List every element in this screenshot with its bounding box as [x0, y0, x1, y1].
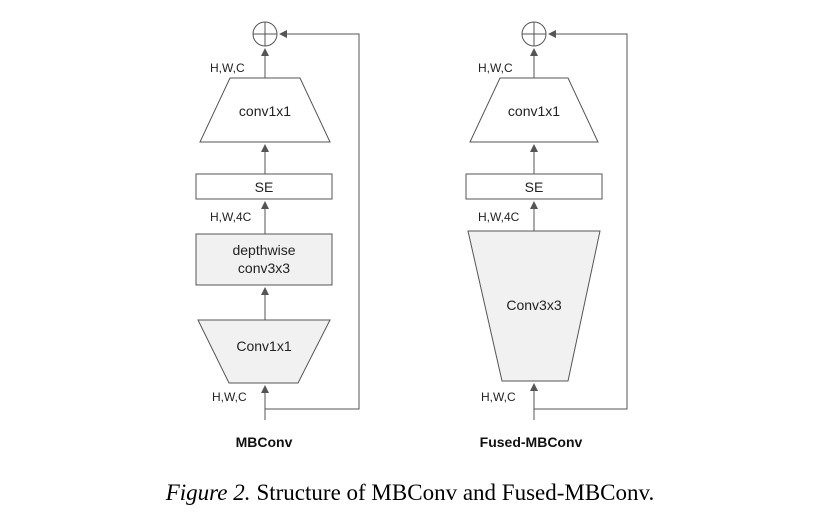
- mbconv-depthwise-box: [195, 233, 333, 286]
- mbconv-depthwise-line1: depthwise: [232, 242, 295, 258]
- fused-mbconv-block: H,W,C conv1x1 SE H,W,4C Conv3x3 H,W,C Fu…: [465, 21, 628, 450]
- fused-input-dim-label: H,W,C: [481, 390, 516, 404]
- fused-top-dim-label: H,W,C: [478, 61, 513, 75]
- fused-conv1x1-top-label: conv1x1: [508, 103, 560, 119]
- mbconv-conv1x1-top-label: conv1x1: [239, 103, 291, 119]
- mbconv-conv1x1-bottom-label: Conv1x1: [236, 338, 291, 354]
- fused-conv3x3: [467, 230, 601, 382]
- mbconv-title: MBConv: [236, 434, 293, 450]
- fused-add-node: [521, 21, 547, 47]
- figure-caption-label: Figure 2.: [165, 480, 251, 505]
- fused-mid-dim-label: H,W,4C: [478, 210, 520, 224]
- mbconv-block: H,W,C conv1x1 SE H,W,4C depthwise conv3x…: [195, 21, 360, 450]
- fused-skip-connection: [534, 30, 628, 410]
- fused-conv3x3-label: Conv3x3: [506, 297, 561, 313]
- mbconv-conv1x1-bottom: [197, 319, 331, 384]
- mbconv-input-dim-label: H,W,C: [212, 390, 247, 404]
- mbconv-top-dim-label: H,W,C: [210, 61, 245, 75]
- figure-caption-text: Structure of MBConv and Fused-MBConv.: [256, 480, 654, 505]
- mbconv-add-node: [252, 21, 278, 47]
- mbconv-mid-dim-label: H,W,4C: [210, 210, 252, 224]
- mbconv-depthwise-line2: conv3x3: [238, 260, 290, 276]
- mbconv-se-label: SE: [255, 179, 274, 195]
- fused-mbconv-title: Fused-MBConv: [480, 434, 583, 450]
- mbconv-conv1x1-top: [199, 77, 331, 143]
- fused-conv1x1-top: [469, 77, 599, 143]
- mbconv-skip-connection: [265, 30, 360, 410]
- fused-se-box: [465, 173, 603, 200]
- figure-caption: Figure 2.Structure of MBConv and Fused-M…: [165, 480, 655, 505]
- mbconv-se-box: [195, 173, 333, 200]
- fused-se-label: SE: [525, 179, 544, 195]
